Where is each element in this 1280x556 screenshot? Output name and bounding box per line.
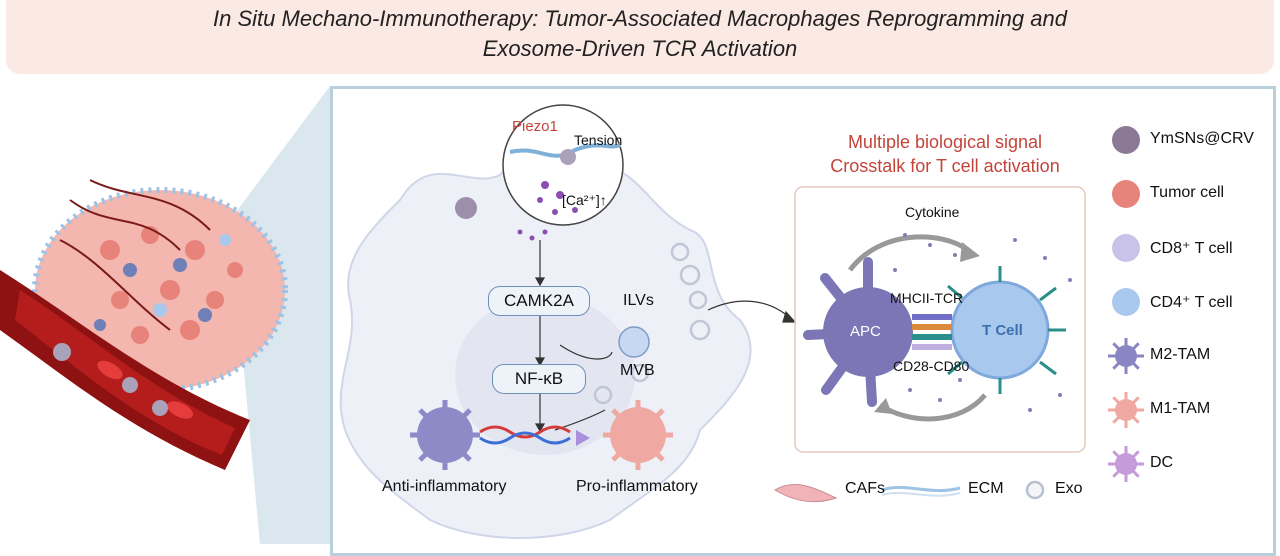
- cd4-t-cell-icon: [1112, 288, 1140, 316]
- ilvs-label: ILVs: [623, 292, 654, 309]
- cd8-t-cell-icon: [1112, 234, 1140, 262]
- pro-inflammatory-label: Pro-inflammatory: [576, 478, 698, 495]
- title-line-2: Exosome-Driven TCR Activation: [482, 36, 798, 61]
- dc-icon: [1108, 446, 1144, 482]
- nanoparticle-icon: [1112, 126, 1140, 154]
- ecm-icon: [881, 485, 961, 493]
- calcium-label: [Ca²⁺]↑: [562, 192, 607, 208]
- title-line-1: In Situ Mechano-Immunotherapy: Tumor-Ass…: [213, 6, 1067, 31]
- exo-icon: [1025, 480, 1045, 500]
- legend-label: YmSNs@CRV: [1150, 130, 1254, 147]
- tumor-illustration: [0, 179, 288, 470]
- apc-label: APC: [850, 323, 881, 340]
- title-banner: In Situ Mechano-Immunotherapy: Tumor-Ass…: [6, 0, 1274, 74]
- m2-tam-icon: [1108, 338, 1144, 374]
- cafs-label: CAFs: [845, 480, 885, 497]
- apc-tcell-graphic: [794, 186, 1086, 453]
- anti-inflammatory-macrophage-icon: [410, 400, 480, 470]
- macrophage-graphic: [339, 104, 797, 539]
- camk2a-box: CAMK2A: [488, 286, 590, 316]
- exo-label: Exo: [1055, 480, 1083, 497]
- legend-label: CD4⁺ T cell: [1150, 294, 1233, 311]
- m1-tam-icon: [1108, 392, 1144, 428]
- crosstalk-title-line-1: Multiple biological signal: [847, 132, 1043, 152]
- caf-icon: [774, 484, 838, 503]
- ecm-label: ECM: [968, 480, 1004, 497]
- t-cell-label: T Cell: [982, 322, 1023, 339]
- cd28-cd80-label: CD28-CD80: [893, 358, 970, 374]
- cytokine-label: Cytokine: [905, 204, 960, 220]
- tumor-cell-icon: [1112, 180, 1140, 208]
- tension-label: Tension: [574, 132, 623, 148]
- legend-label: M2-TAM: [1150, 346, 1211, 363]
- legend-label: DC: [1150, 454, 1174, 471]
- crosstalk-title-line-2: Crosstalk for T cell activation: [830, 156, 1060, 176]
- legend-label: Tumor cell: [1150, 184, 1225, 201]
- mhcii-tcr-label: MHCII-TCR: [890, 290, 964, 306]
- mvb-label: MVB: [620, 362, 655, 379]
- anti-inflammatory-label: Anti-inflammatory: [382, 478, 507, 495]
- bottom-legend-icons: [774, 480, 1045, 503]
- piezo1-label: Piezo1: [512, 118, 558, 135]
- pro-inflammatory-macrophage-icon: [603, 400, 673, 470]
- apc-cell-icon: [803, 257, 913, 407]
- legend-label: M1-TAM: [1150, 400, 1211, 417]
- legend-label: CD8⁺ T cell: [1150, 240, 1233, 257]
- nfkb-box: NF-κB: [492, 364, 586, 394]
